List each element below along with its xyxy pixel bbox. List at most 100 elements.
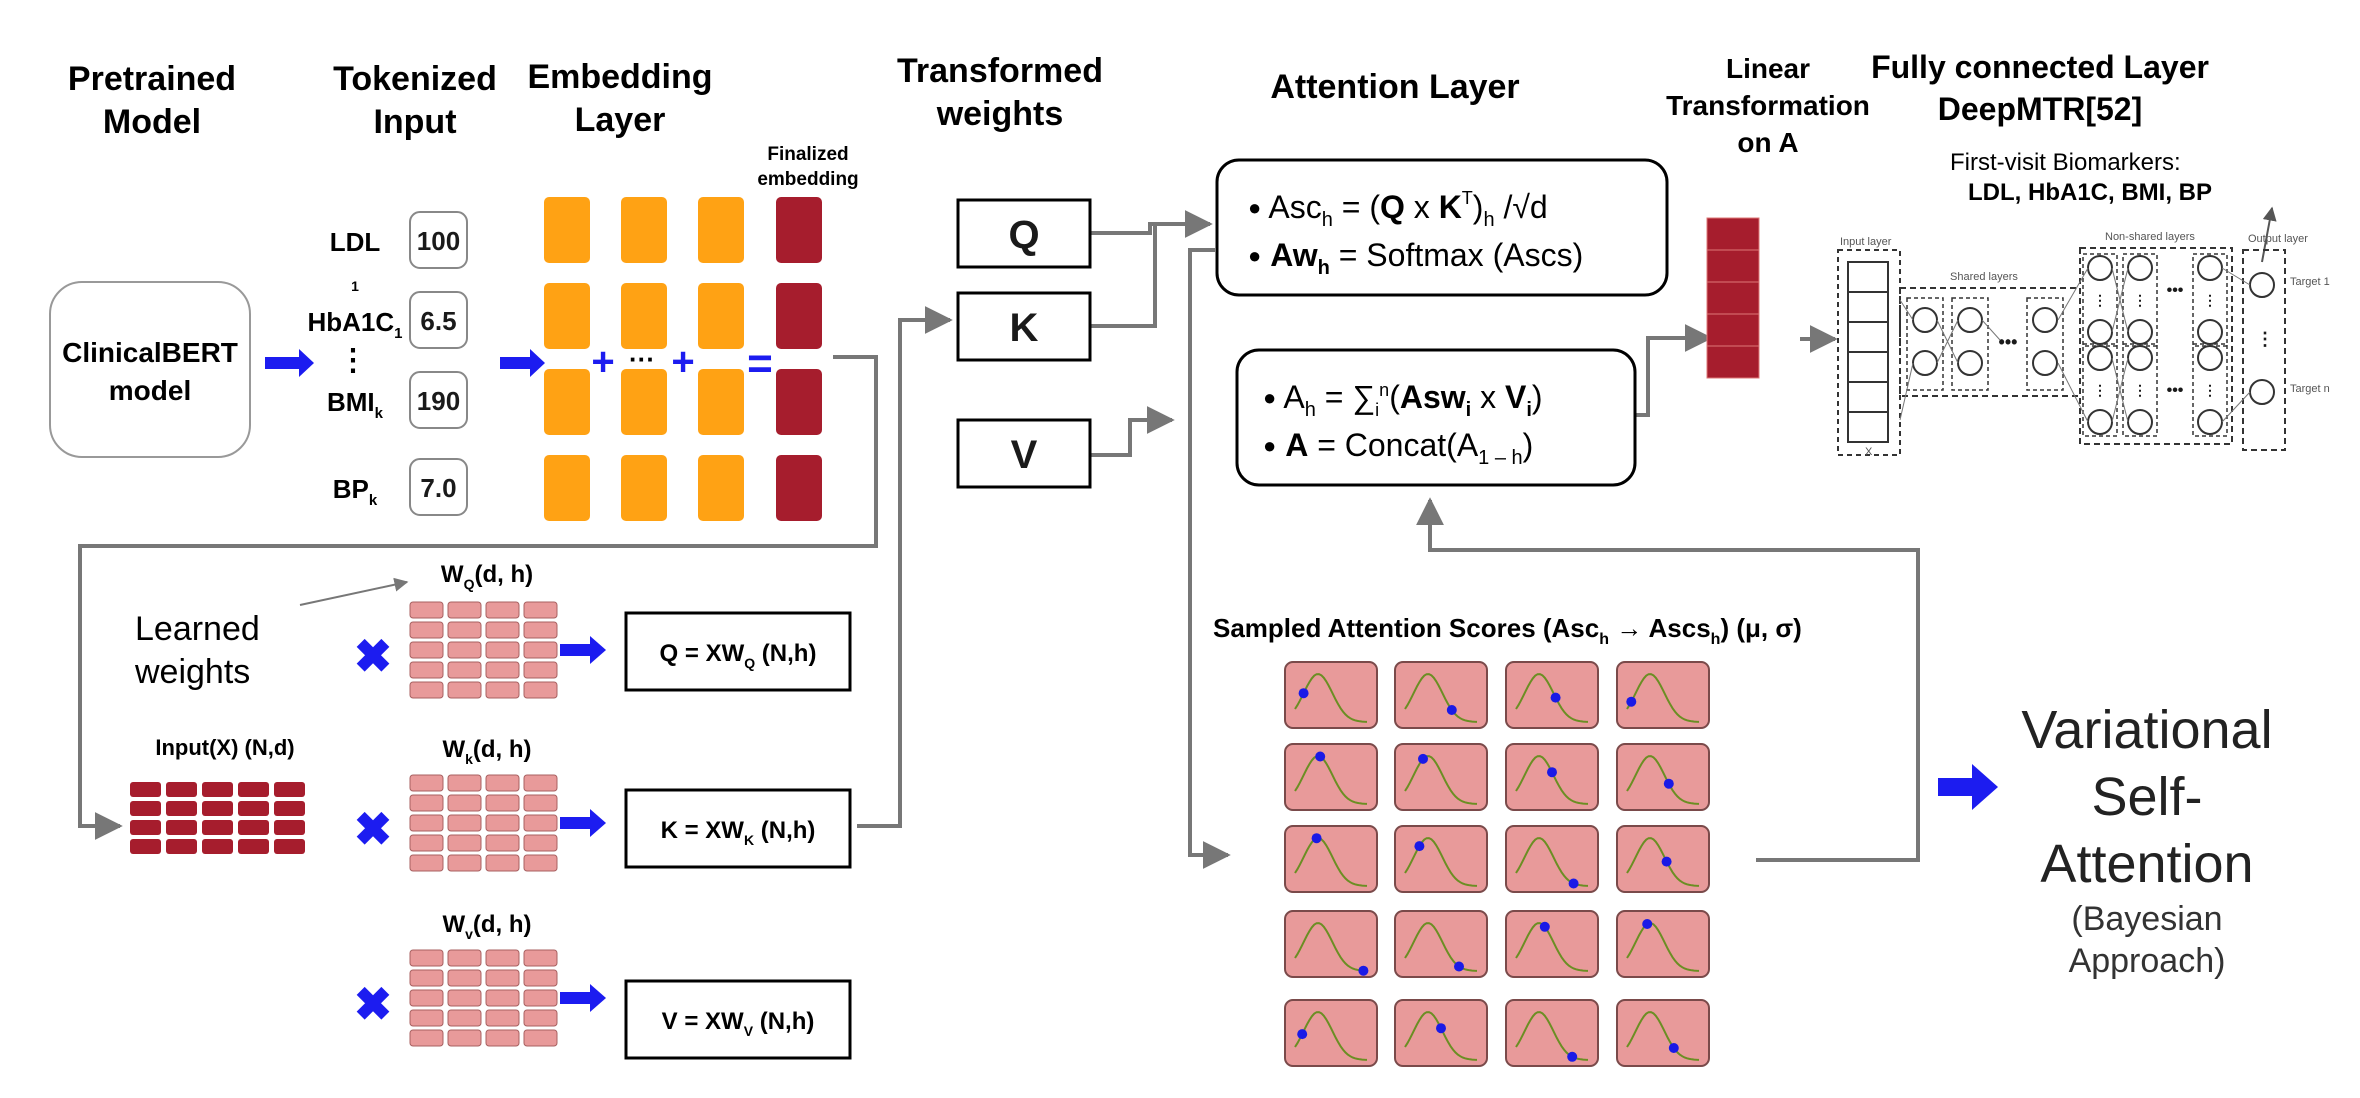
weight-cell [523, 814, 558, 832]
token-sub: k [369, 492, 378, 509]
sampled-title: Sampled Attention Scores (Asch → Ascsh) … [1213, 613, 1802, 648]
sample-card [1616, 999, 1710, 1067]
header-fully-connected: Fully connected Layer DeepMTR[52] [1871, 49, 2209, 127]
embedding-plus-1: + [591, 340, 614, 384]
nonshared-sub-frame [2122, 343, 2158, 437]
sampled-title-a: Sampled Attention Scores (Asc [1213, 613, 1599, 643]
weight-cell [447, 1009, 482, 1027]
blue-arrow-head [590, 636, 606, 664]
bullet: ● [1248, 243, 1261, 268]
a-concat: = Concat(A [1308, 427, 1479, 463]
asc-k-sup: T [1462, 188, 1473, 208]
shared-node [2032, 307, 2058, 333]
qkv-label: K [1010, 306, 1039, 350]
first-visit-title: First-visit Biomarkers: [1950, 149, 2181, 176]
sample-curve [1294, 673, 1368, 723]
weight-cell [409, 621, 444, 639]
sample-card [1394, 661, 1488, 729]
projection-box [624, 979, 852, 1060]
qkv-boxes: QKV [956, 198, 1092, 489]
header-tokenized-line1: Tokenized [333, 60, 497, 98]
input-node [1847, 291, 1889, 323]
embedding-cell [698, 197, 744, 263]
attn-formula-asc: ● Asch = (Q x KT)h /√d [1248, 188, 1548, 231]
token-ellipsis: ⋮ [338, 344, 368, 377]
shared-ellipsis: ••• [1999, 332, 2018, 352]
weight-cell [485, 621, 520, 639]
result-label: Variational Self- Attention (Bayesian Ap… [2021, 700, 2272, 980]
header-fc-line1: Fully connected Layer [1871, 49, 2209, 85]
sample-card [1394, 910, 1488, 978]
embedding-cell [621, 369, 667, 435]
sample-point [1668, 1043, 1679, 1053]
token-value: 190 [417, 386, 460, 416]
weight-cell [485, 774, 520, 792]
nonshared-ellipsis: ••• [2167, 382, 2184, 399]
first-visit-pointer [2261, 206, 2277, 263]
weight-cell [485, 794, 520, 812]
result-line4: (Bayesian [2071, 900, 2222, 938]
network-edge [2221, 391, 2251, 423]
input-x-cell [130, 820, 161, 835]
embedding-cell [698, 283, 744, 349]
bullet: ● [1263, 385, 1276, 410]
token-label: LDL [330, 227, 381, 257]
embedding-cell [544, 369, 590, 435]
finalized-embedding-cell [776, 369, 822, 435]
network-edge [2111, 357, 2129, 423]
weight-label-rest: (d, h) [473, 736, 532, 763]
ah-sum-sub: i [1375, 400, 1379, 420]
weight-label-sub: Q [464, 576, 475, 592]
token-name: LDL [330, 227, 381, 257]
nonshared-node [2127, 409, 2153, 435]
embedding-grid [544, 197, 822, 521]
target-1-label: Target 1 [2290, 276, 2330, 288]
asc-h-sub: h [1483, 209, 1494, 231]
aw-label: Aw [1270, 237, 1318, 273]
nonshared-vdots: ⋮ [2203, 292, 2217, 308]
nonshared-ellipsis: ••• [2167, 282, 2184, 299]
attention-box-1 [1215, 158, 1669, 297]
weight-label: WQ(d, h) [441, 561, 533, 592]
network-edge [1899, 362, 1914, 421]
nonshared-node [2087, 345, 2113, 371]
weight-cell [523, 621, 558, 639]
weight-cell [409, 1009, 444, 1027]
shared-node [1957, 350, 1983, 376]
sampled-rest: ) (μ, σ) [1720, 613, 1801, 643]
sample-curve [1294, 922, 1368, 972]
a-label: A [1285, 427, 1308, 463]
token-value-box [409, 211, 468, 269]
header-finalized-embedding: Finalized embedding [757, 144, 858, 190]
sample-point [1663, 778, 1674, 789]
asc-label: Asc [1268, 189, 1321, 225]
nonshared-frame [2079, 247, 2233, 445]
input-x-cell [274, 839, 305, 854]
shared-frame [1899, 287, 2081, 397]
weight-cell [523, 794, 558, 812]
asc-close: ) [1473, 189, 1484, 225]
weight-cell [523, 641, 558, 659]
a-sub: 1 – h [1478, 447, 1522, 469]
x-label: X [1865, 446, 1873, 458]
blue-arrow-head [590, 809, 606, 837]
ah-sum: = ∑ [1316, 379, 1375, 415]
embedding-cell [544, 197, 590, 263]
weight-cell [523, 1009, 558, 1027]
input-x-label: Input(X) (N,d) [155, 735, 294, 760]
output-node [2249, 379, 2275, 405]
sample-curve [1404, 673, 1478, 723]
nonshared-vdots: ⋮ [2133, 292, 2147, 308]
nonshared-sub-frame [2192, 343, 2228, 437]
input-node [1847, 261, 1889, 293]
weight-cell [409, 969, 444, 987]
blue-arrow-1 [265, 349, 314, 377]
weight-cell [447, 1029, 482, 1047]
weight-cell [485, 989, 520, 1007]
sample-point [1414, 841, 1425, 852]
embedding-cell [621, 197, 667, 263]
embedding-cell [698, 369, 744, 435]
sampled-sub2: h [1711, 631, 1721, 648]
token-value: 6.5 [420, 306, 456, 336]
